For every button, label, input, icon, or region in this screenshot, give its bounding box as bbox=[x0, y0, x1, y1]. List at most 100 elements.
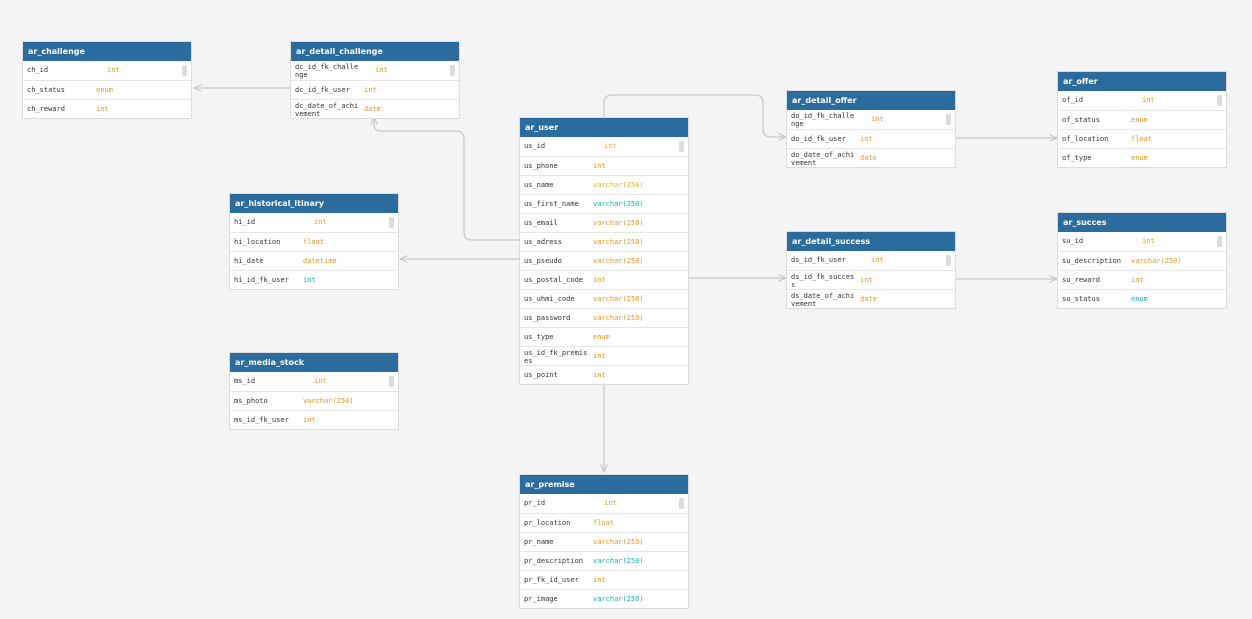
field-name: of_type bbox=[1062, 154, 1092, 162]
scroll-handle[interactable] bbox=[946, 255, 951, 266]
table-header[interactable]: ar_offer bbox=[1058, 72, 1226, 91]
field-type: varchar(250) bbox=[593, 181, 644, 189]
table-header[interactable]: ar_detail_challenge bbox=[291, 42, 459, 61]
field-name: us_id_fk_premi​ses bbox=[524, 349, 588, 365]
field-name: pr_description bbox=[524, 557, 584, 565]
edge-user-to-detail-offer bbox=[603, 94, 786, 137]
scroll-handle[interactable] bbox=[389, 217, 394, 228]
field-type: date bbox=[860, 295, 877, 303]
table-header[interactable]: ar_historical_itinary bbox=[230, 194, 398, 213]
table-header[interactable]: ar_user bbox=[520, 118, 688, 137]
field-type: int bbox=[96, 105, 109, 113]
field-type: varchar(250) bbox=[593, 295, 644, 303]
table-header[interactable]: ar_succes bbox=[1058, 213, 1226, 232]
field-name: su_id bbox=[1062, 237, 1084, 245]
field-name: us_point bbox=[524, 371, 558, 379]
field-name: ch_id bbox=[27, 66, 49, 74]
field-name: us_adress bbox=[524, 238, 562, 246]
field-name: ch_status bbox=[27, 86, 65, 94]
field-name: us_phone bbox=[524, 162, 558, 170]
table-header[interactable]: ar_detail_success bbox=[787, 232, 955, 251]
scroll-handle[interactable] bbox=[679, 141, 684, 152]
scroll-handle[interactable] bbox=[389, 376, 394, 387]
scroll-handle[interactable] bbox=[182, 65, 187, 76]
scroll-handle[interactable] bbox=[679, 498, 684, 509]
field-type: date bbox=[860, 154, 877, 162]
field-type: int bbox=[871, 256, 884, 264]
field-name: us_first_name bbox=[524, 200, 579, 208]
field-type: int bbox=[314, 218, 327, 226]
scroll-handle[interactable] bbox=[946, 114, 951, 125]
table-header[interactable]: ar_premise bbox=[520, 475, 688, 494]
field-name: of_status bbox=[1062, 116, 1100, 124]
field-type: varchar(250) bbox=[593, 595, 644, 603]
edge-user-to-detail-challenge bbox=[374, 117, 519, 241]
field-type: float bbox=[1131, 135, 1153, 143]
table-header[interactable]: ar_media_stock bbox=[230, 353, 398, 372]
field-type: int bbox=[364, 86, 377, 94]
scroll-handle[interactable] bbox=[450, 65, 455, 76]
scroll-handle[interactable] bbox=[1217, 95, 1222, 106]
scroll-handle[interactable] bbox=[1217, 236, 1222, 247]
field-type: int bbox=[593, 576, 606, 584]
table-header[interactable]: ar_detail_offer bbox=[787, 91, 955, 110]
table-header[interactable]: ar_challenge bbox=[23, 42, 191, 61]
